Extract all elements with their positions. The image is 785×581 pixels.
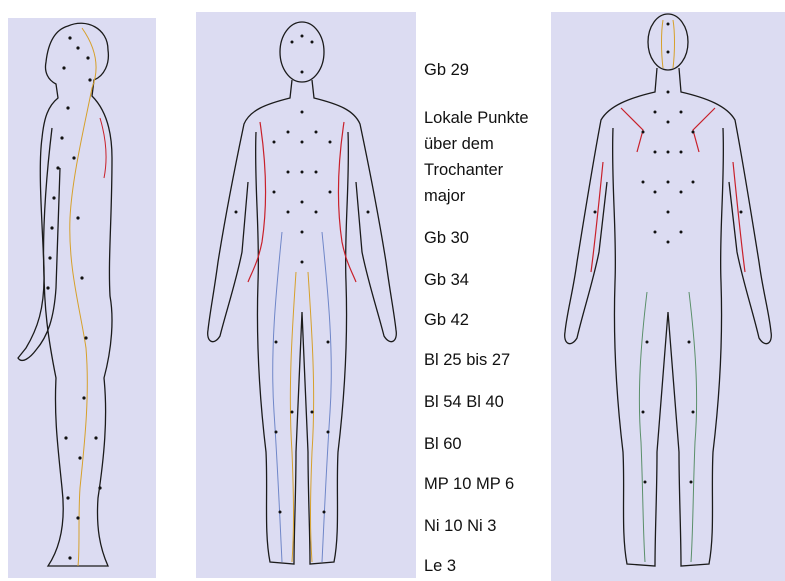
back-view-figure-panel xyxy=(551,12,785,581)
back-red-meridians xyxy=(591,108,745,272)
side-red-meridian xyxy=(100,118,106,178)
side-view-figure xyxy=(8,18,156,578)
side-orange-meridian xyxy=(70,28,96,566)
front-blue-meridians xyxy=(273,232,332,562)
side-view-figure-panel xyxy=(8,18,156,578)
front-body-outline xyxy=(208,22,397,564)
list-item: Gb 29 xyxy=(424,58,469,82)
list-item: Gb 42 xyxy=(424,308,469,332)
list-item: Gb 30 xyxy=(424,226,469,250)
front-view-figure xyxy=(196,12,416,578)
front-acupoints xyxy=(235,35,370,514)
back-orange-meridian xyxy=(662,20,675,68)
list-item: Bl 54 Bl 40 xyxy=(424,390,504,414)
list-item: über dem xyxy=(424,132,494,156)
list-item: major xyxy=(424,184,465,208)
back-green-meridians xyxy=(639,292,696,562)
list-item: Gb 34 xyxy=(424,268,469,292)
list-item: Bl 60 xyxy=(424,432,462,456)
list-item: Trochanter xyxy=(424,158,503,182)
back-body-outline xyxy=(565,14,772,566)
front-view-figure-panel xyxy=(196,12,416,578)
side-body-outline xyxy=(18,23,112,566)
list-item: Bl 25 bis 27 xyxy=(424,348,510,372)
list-item: MP 10 MP 6 xyxy=(424,472,514,496)
back-view-figure xyxy=(551,12,785,581)
list-item: Ni 10 Ni 3 xyxy=(424,514,496,538)
list-item: Lokale Punkte xyxy=(424,106,529,130)
list-item: Le 3 xyxy=(424,554,456,578)
